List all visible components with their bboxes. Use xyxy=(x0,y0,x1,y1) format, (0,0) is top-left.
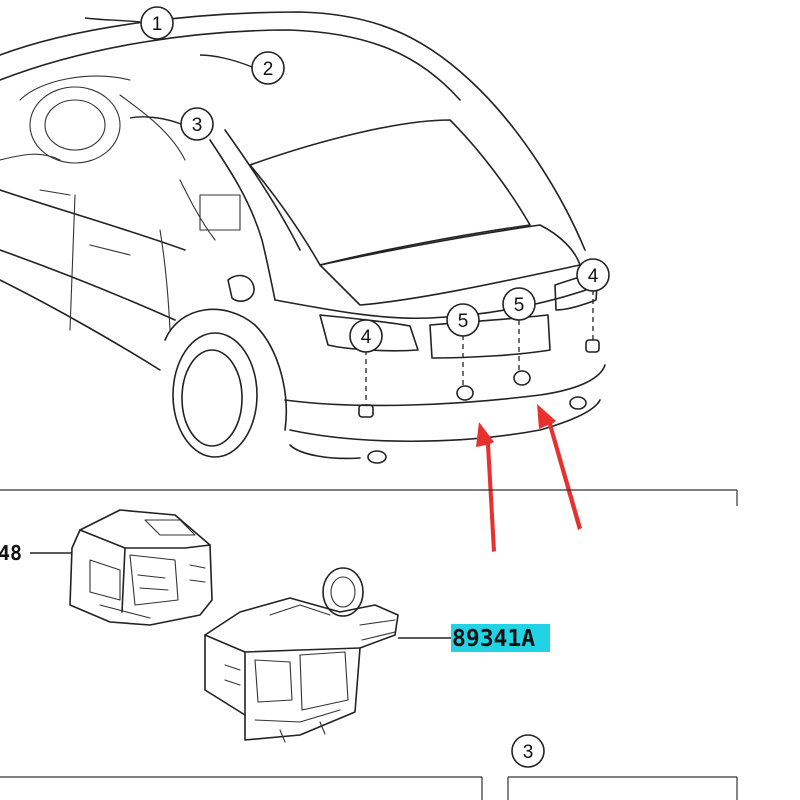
red-arrow-left xyxy=(476,422,496,552)
callout-4-right: 4 xyxy=(576,258,610,292)
svg-text:1: 1 xyxy=(152,14,163,35)
svg-text:2: 2 xyxy=(263,59,274,80)
callout-4-left: 4 xyxy=(349,319,383,353)
car-illustration xyxy=(0,11,606,464)
part-number-highlight xyxy=(451,624,550,652)
callout-2: 2 xyxy=(251,51,285,85)
callout-5-right: 5 xyxy=(502,287,536,321)
part-number-48: 48 xyxy=(0,541,22,565)
red-arrow-right xyxy=(537,404,582,530)
parking-sensor xyxy=(204,567,399,743)
part-number-89341A: 89341A xyxy=(452,626,535,652)
callout-1: 1 xyxy=(140,6,174,40)
svg-text:4: 4 xyxy=(588,266,599,287)
svg-text:5: 5 xyxy=(514,295,525,316)
sensor-bracket xyxy=(69,509,213,626)
callout-3-bottom: 3 xyxy=(511,734,545,768)
svg-text:5: 5 xyxy=(458,311,469,332)
svg-text:3: 3 xyxy=(523,742,534,763)
red-arrows xyxy=(476,404,582,552)
callout-5-left: 5 xyxy=(446,303,480,337)
svg-text:3: 3 xyxy=(192,115,203,136)
svg-text:4: 4 xyxy=(361,327,372,348)
section-dividers xyxy=(0,489,738,800)
callout-3: 3 xyxy=(180,107,214,141)
